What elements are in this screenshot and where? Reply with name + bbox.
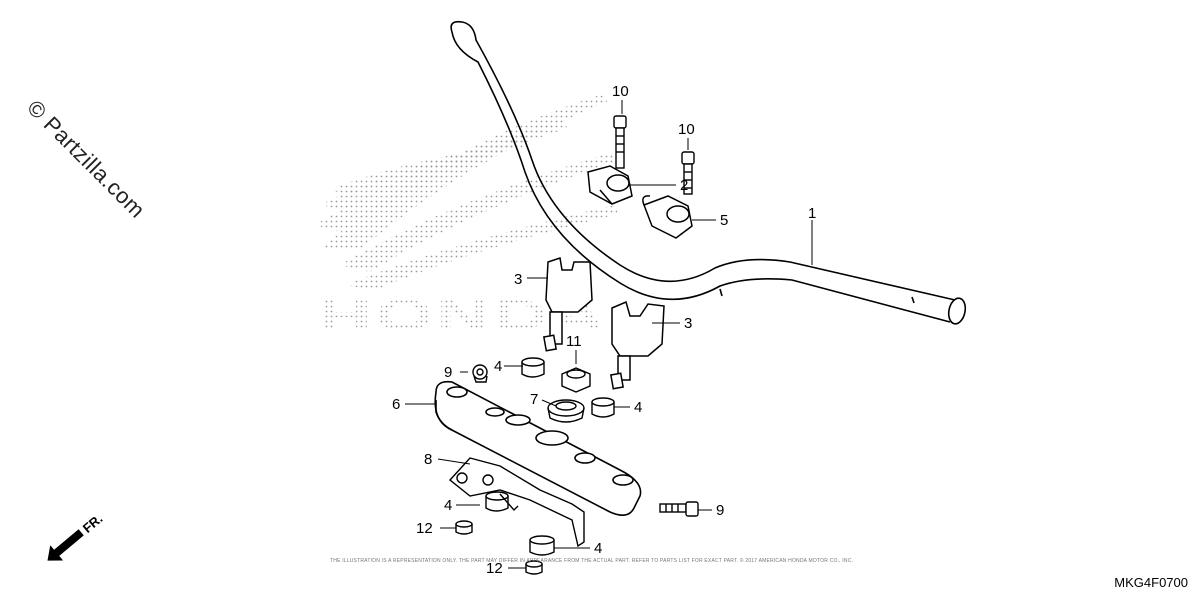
rubber-bushing-part <box>485 357 615 556</box>
callout-5[interactable]: 5 <box>720 212 728 229</box>
callout-9-a[interactable]: 9 <box>444 364 452 381</box>
bracket-part <box>448 457 585 548</box>
callout-10-a[interactable]: 10 <box>612 83 629 100</box>
handlebar-part <box>450 20 967 325</box>
bolt-part <box>659 501 699 517</box>
copyright-fine-print: THE ILLUSTRATION IS A REPRESENTATION ONL… <box>330 558 854 564</box>
callout-3-left[interactable]: 3 <box>514 271 522 288</box>
upper-holder-b-part <box>642 195 693 239</box>
callout-6[interactable]: 6 <box>392 396 400 413</box>
nut-part <box>561 367 591 393</box>
front-direction-label: FR. <box>80 511 106 536</box>
callout-12-a[interactable]: 12 <box>416 520 433 537</box>
callout-4-c[interactable]: 4 <box>444 497 452 514</box>
upper-holder-part <box>587 165 633 205</box>
small-nut-part <box>472 364 488 383</box>
washer-part <box>547 399 585 423</box>
callout-10-b[interactable]: 10 <box>678 121 695 138</box>
callout-11[interactable]: 11 <box>566 333 582 350</box>
callout-4-d[interactable]: 4 <box>594 540 602 557</box>
leader-lines <box>405 100 813 569</box>
callout-8[interactable]: 8 <box>424 451 432 468</box>
callout-4-b[interactable]: 4 <box>634 399 642 416</box>
lower-holder-part <box>542 257 665 390</box>
callout-1[interactable]: 1 <box>808 205 816 222</box>
callout-2[interactable]: 2 <box>680 177 688 194</box>
callout-12-b[interactable]: 12 <box>486 560 503 577</box>
callout-4-a[interactable]: 4 <box>494 358 502 375</box>
top-bridge-part <box>434 380 642 516</box>
collar-part <box>455 520 543 575</box>
front-direction-arrow: FR. <box>47 511 106 561</box>
callout-3-right[interactable]: 3 <box>684 315 692 332</box>
callout-9-b[interactable]: 9 <box>716 502 724 519</box>
diagram-code: MKG4F0700 <box>1114 575 1188 590</box>
callout-7[interactable]: 7 <box>530 391 538 408</box>
holder-bolt-part <box>613 115 695 195</box>
honda-wing-logo <box>315 95 625 290</box>
callout-labels: 1 2 3 3 4 4 4 4 5 6 7 8 9 9 10 10 11 12 … <box>392 83 816 577</box>
